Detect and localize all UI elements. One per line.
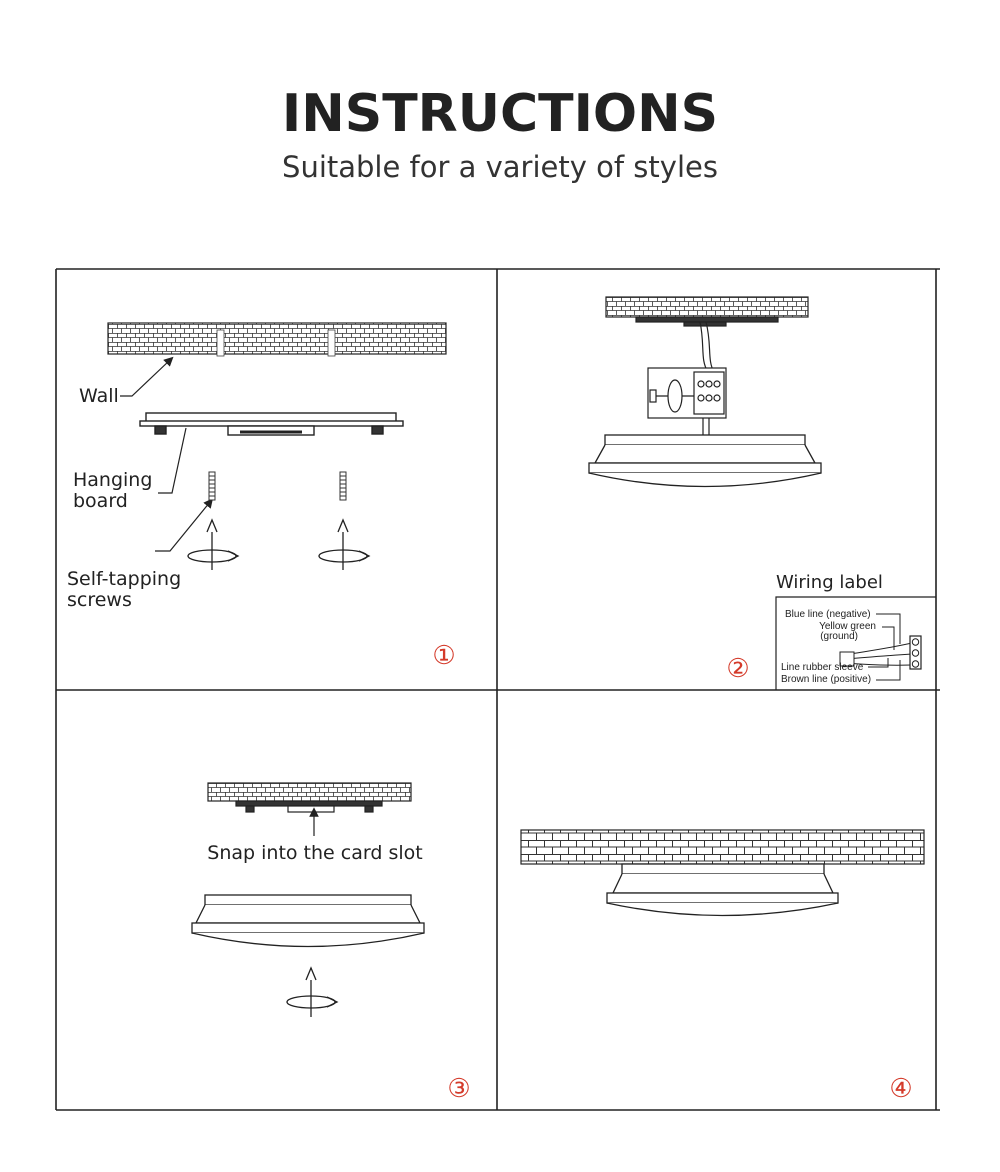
rotate-arrow-icon <box>187 518 240 570</box>
step-number-2: ② <box>726 654 749 684</box>
step-4-panel: ④ <box>520 829 925 1104</box>
wall-block <box>605 296 809 318</box>
step-number-3: ③ <box>447 1074 470 1104</box>
lamp-fixture <box>588 434 822 488</box>
hanging-board <box>139 412 404 436</box>
snap-label: Snap into the card slot <box>207 842 422 864</box>
rotate-arrow-icon <box>286 966 339 1017</box>
hanging-board-label-2: board <box>73 490 128 512</box>
step-number-4: ④ <box>889 1074 912 1104</box>
cable <box>702 418 710 436</box>
terminal-block <box>647 367 727 419</box>
wiring-label-box <box>775 596 936 690</box>
wiring-yellow-label-1: Yellow green <box>819 621 876 632</box>
hanging-board-label-1: Hanging <box>73 469 152 491</box>
wall-anchor <box>216 329 225 357</box>
wiring-sleeve-label: Line rubber sleeve <box>781 662 864 673</box>
screws-label-2: screws <box>67 589 132 611</box>
screws-label-1: Self-tapping <box>67 568 181 590</box>
panel-grid <box>55 268 940 1111</box>
wall-block <box>520 829 925 865</box>
board-leader <box>158 427 187 494</box>
wall-leader <box>120 356 174 397</box>
wiring-blue-label: Blue line (negative) <box>785 609 871 620</box>
screw-icon <box>339 471 347 501</box>
wall-label: Wall <box>79 385 119 407</box>
step-1-panel: Wall Hanging board Self-tapping screws ① <box>67 322 456 671</box>
cable <box>699 321 709 373</box>
step-number-1: ① <box>432 641 455 671</box>
wiring-brown-label: Brown line (positive) <box>781 674 871 685</box>
wiring-label-title: Wiring label <box>776 572 883 593</box>
step-2-panel: Wiring label Blue line (negative) Yellow… <box>588 296 936 690</box>
page-subtitle: Suitable for a variety of styles <box>282 150 718 184</box>
lamp-fixture <box>606 863 839 917</box>
screw-icon <box>208 471 216 501</box>
wiring-yellow-label-2: (ground) <box>820 631 858 642</box>
wall-anchor <box>327 329 336 357</box>
cable <box>705 321 715 373</box>
lamp-fixture <box>191 894 425 948</box>
hanging-board <box>635 316 779 327</box>
wall-block <box>107 322 447 355</box>
wall-block <box>207 782 412 802</box>
step-3-panel: Snap into the card slot ③ <box>191 782 471 1104</box>
hanging-board <box>235 800 383 813</box>
screw-leader <box>155 498 214 552</box>
page-title: INSTRUCTIONS <box>281 84 719 144</box>
rotate-arrow-icon <box>318 518 371 570</box>
